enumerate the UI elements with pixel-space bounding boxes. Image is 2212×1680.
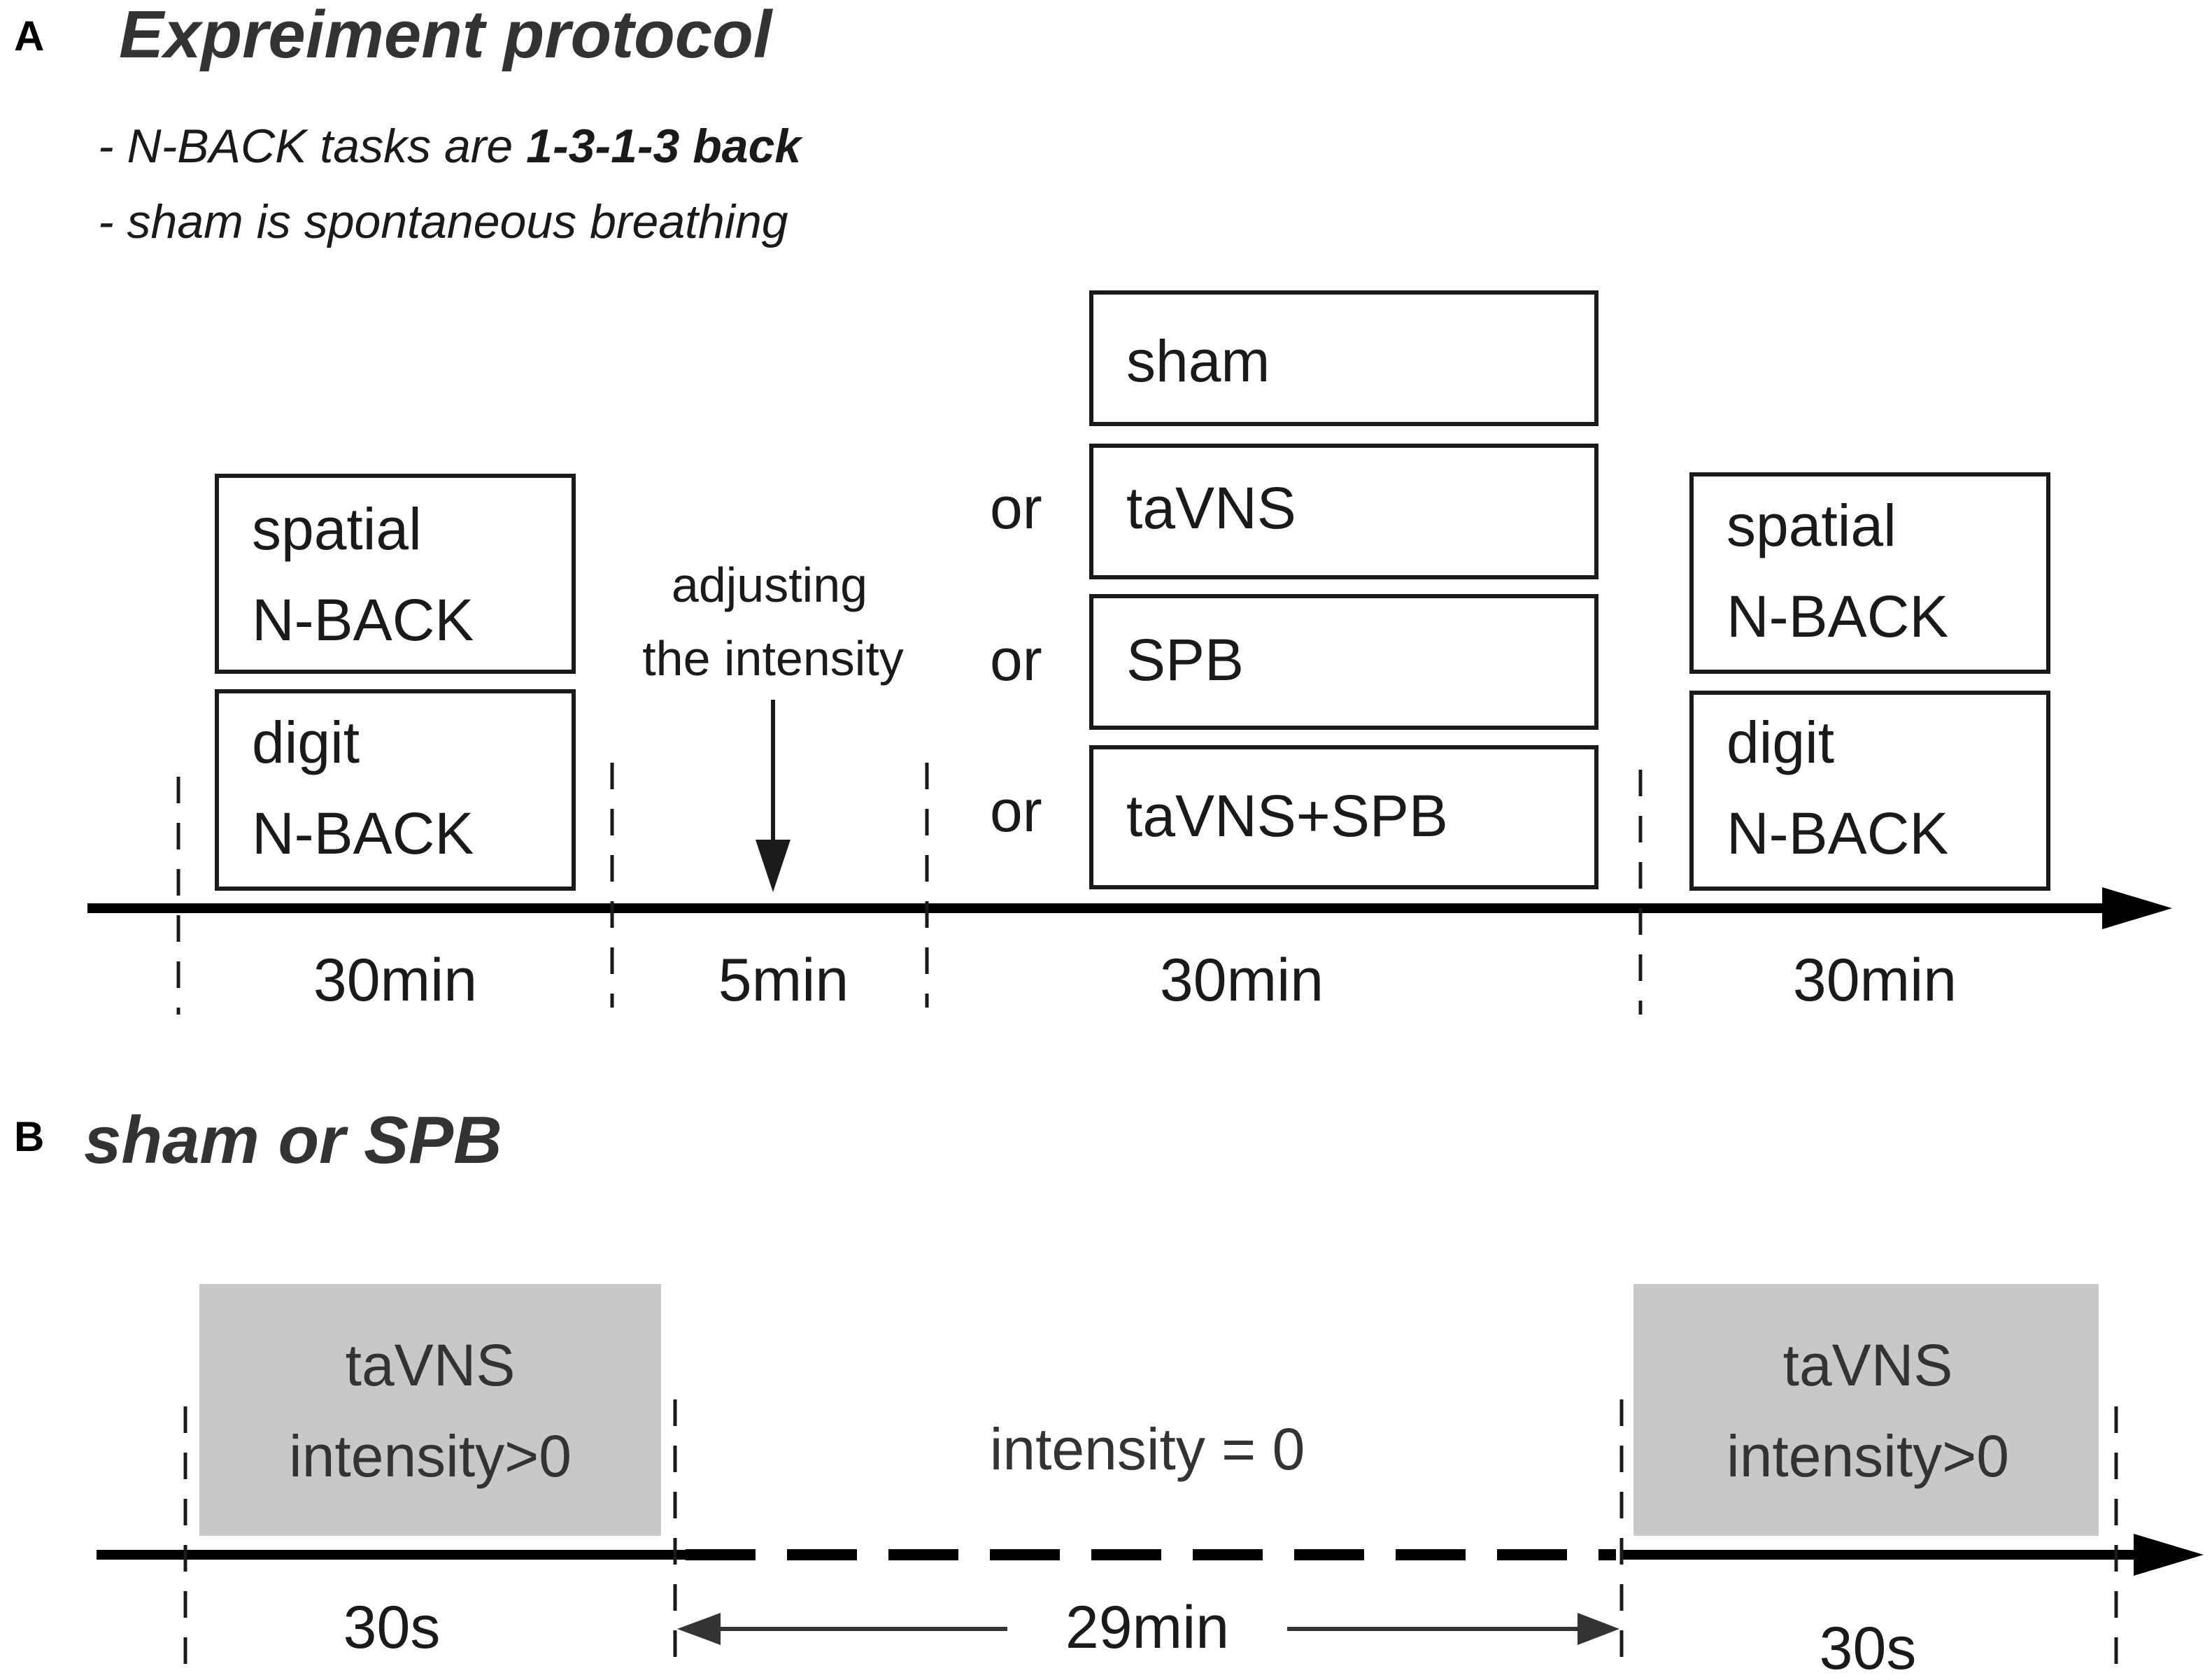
panel-b-letter: B [14, 1113, 44, 1160]
pre-digit-nback-box [215, 689, 576, 891]
duration-b-3: 30s [1820, 1615, 1917, 1680]
duration-a-1: 30min [313, 947, 477, 1014]
post-spatial-nback-box [1689, 472, 2050, 674]
stim-box-1 [199, 1284, 661, 1536]
stim-box-1-line1: taVNS [346, 1332, 516, 1398]
condition-sham-box [1089, 290, 1598, 426]
or-label-1: or [990, 475, 1042, 541]
pre-digit-nback-label: N-BACK [252, 800, 474, 866]
adjust-label-line2: the intensity [642, 631, 904, 686]
note-nback: - N-BACK tasks are 1-3-1-3 back [98, 120, 803, 173]
duration-a-4: 30min [1793, 947, 1957, 1014]
or-label-2: or [990, 627, 1042, 693]
panel-b-title: sham or SPB [84, 1103, 502, 1178]
or-label-3: or [990, 778, 1042, 844]
note-nback-prefix: - N-BACK tasks are [98, 120, 526, 173]
timeline-a-arrowhead [2102, 887, 2172, 929]
post-digit-nback-box [1689, 691, 2050, 891]
panel-a-title: Expreiment protocol [119, 0, 774, 72]
pre-spatial-label: spatial [252, 496, 422, 562]
duration-a-3: 30min [1160, 947, 1324, 1014]
duration-b-2: 29min [1065, 1594, 1229, 1661]
pre-spatial-nback-box [215, 474, 576, 674]
middle-intensity-label: intensity = 0 [990, 1416, 1305, 1482]
condition-tavns-spb-box [1089, 745, 1598, 889]
stim-box-2-line1: taVNS [1783, 1332, 1953, 1398]
timeline-b-arrowhead [2134, 1534, 2204, 1576]
post-digit-nback-label: N-BACK [1727, 800, 1948, 866]
condition-tavns-box [1089, 444, 1598, 579]
condition-sham-label: sham [1126, 328, 1270, 394]
note-nback-bold: 1-3-1-3 back [526, 120, 803, 173]
condition-spb-label: SPB [1126, 627, 1244, 693]
duration-b-1: 30s [343, 1594, 441, 1661]
adjust-label-line1: adjusting [672, 558, 867, 612]
stim-box-1-line2: intensity>0 [289, 1423, 572, 1489]
note-sham: - sham is spontaneous breathing [98, 195, 788, 248]
adjust-arrow-head [756, 840, 790, 892]
post-spatial-label: spatial [1727, 493, 1896, 558]
post-digit-label: digit [1727, 710, 1834, 775]
condition-tavns-label: taVNS [1126, 475, 1296, 541]
pre-spatial-nback-label: N-BACK [252, 587, 474, 653]
condition-tavns-spb-label: taVNS+SPB [1126, 783, 1448, 849]
span-arrow-right-head [1578, 1613, 1619, 1645]
post-spatial-nback-label: N-BACK [1727, 584, 1948, 649]
stim-box-2 [1633, 1284, 2099, 1536]
condition-spb-box [1089, 594, 1598, 730]
duration-a-2: 5min [718, 947, 849, 1014]
span-arrow-left-head [677, 1613, 721, 1645]
stim-box-2-line2: intensity>0 [1727, 1423, 2009, 1489]
panel-a-letter: A [14, 13, 44, 59]
pre-digit-label: digit [252, 710, 360, 775]
